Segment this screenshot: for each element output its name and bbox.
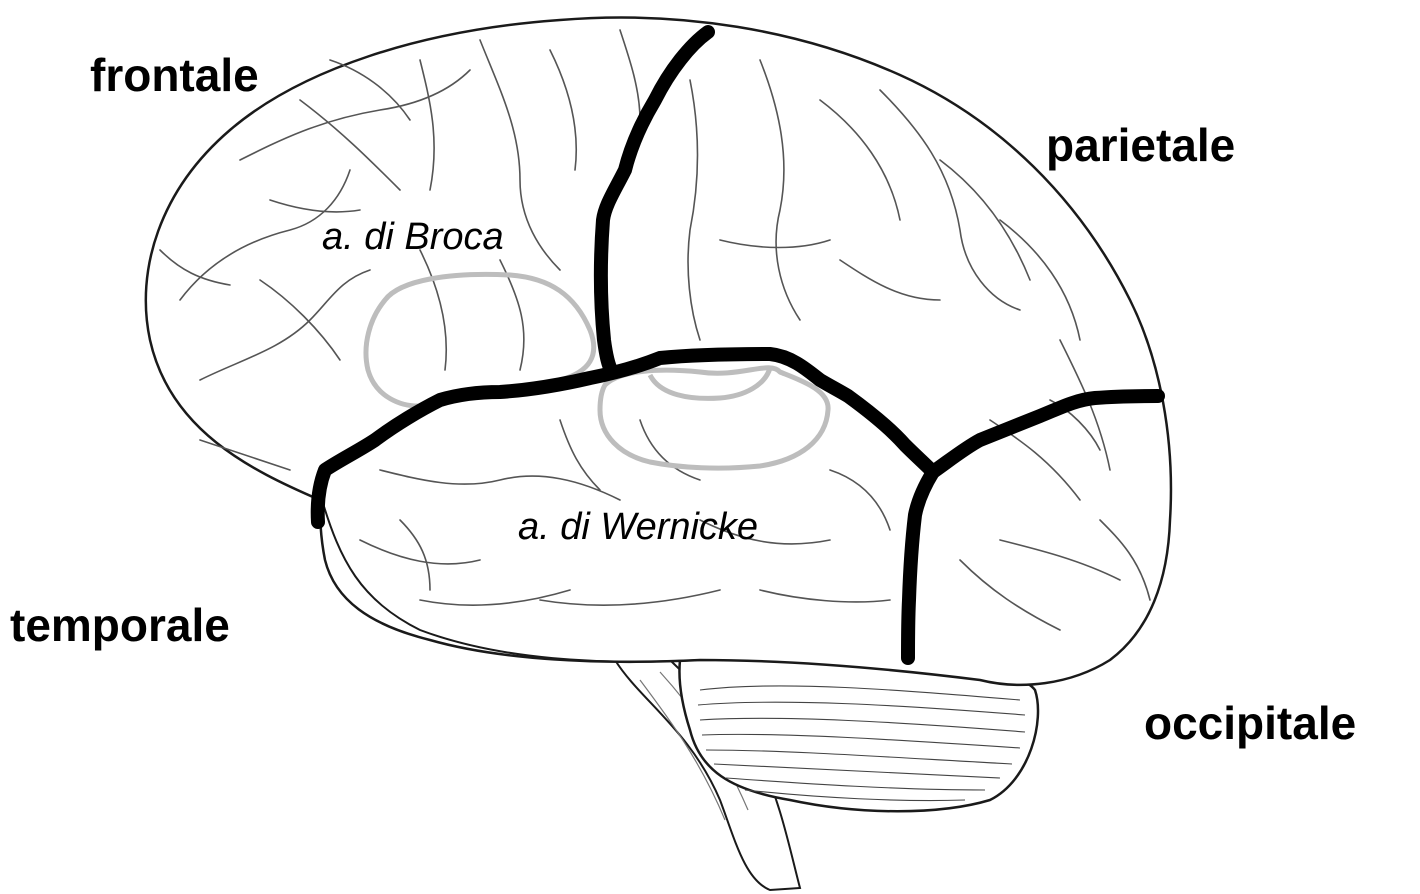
parietal-lobe-label: parietale — [1046, 122, 1235, 168]
broca-area-label: a. di Broca — [322, 218, 504, 256]
cerebrum-outline — [146, 17, 1171, 684]
wernicke-area-label: a. di Wernicke — [518, 508, 758, 546]
temporal-lobe-label: temporale — [10, 602, 230, 648]
frontal-lobe-label: frontale — [90, 52, 259, 98]
occipital-lobe-label: occipitale — [1144, 700, 1356, 746]
